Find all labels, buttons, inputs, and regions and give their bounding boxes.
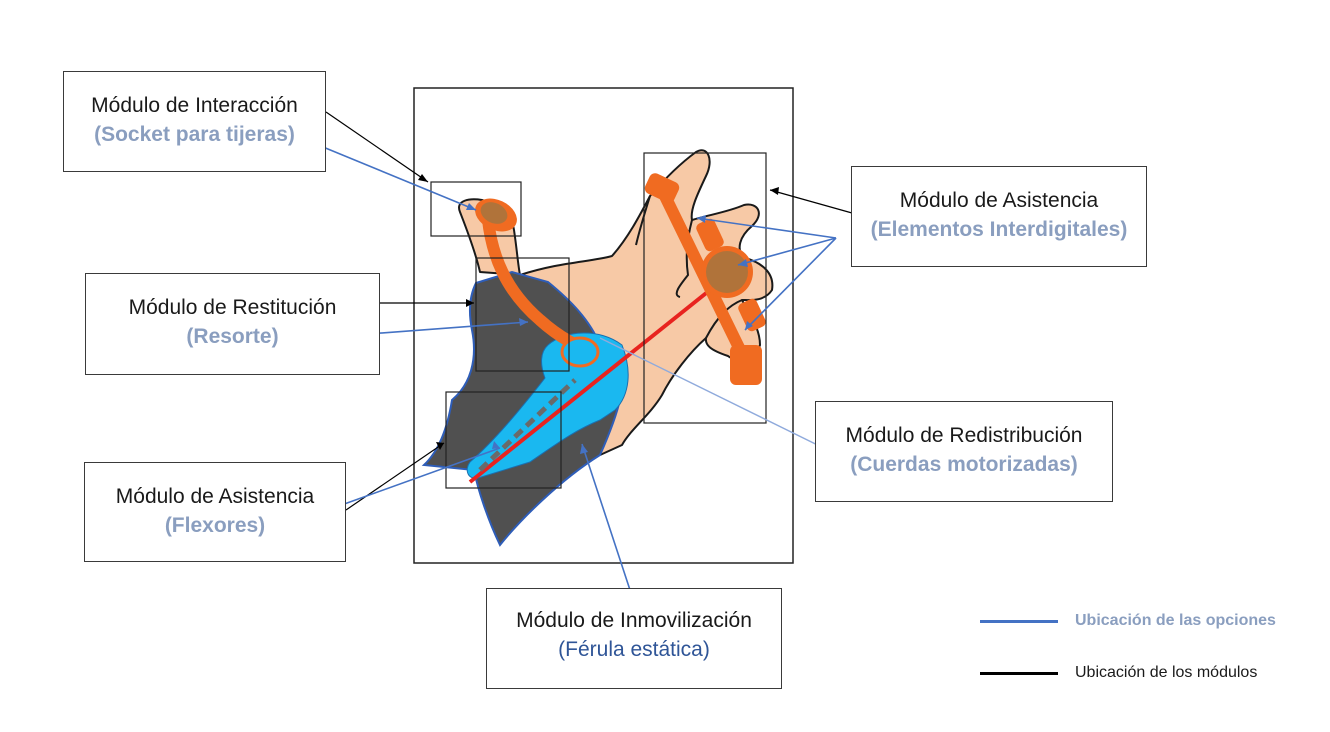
module-title: Módulo de Asistencia <box>899 189 1099 212</box>
interdigital-element <box>644 173 766 385</box>
legend-modules-line <box>980 672 1058 675</box>
label-inmovilizacion: Módulo de Inmovilización (Férula estátic… <box>486 588 782 689</box>
module-regions <box>430 152 767 489</box>
option-label: (Resorte) <box>186 325 279 348</box>
option-label: (Flexores) <box>164 514 266 537</box>
module-title: Módulo de Asistencia <box>115 485 315 508</box>
label-redistribucion: Módulo de Redistribución (Cuerdas motori… <box>815 401 1113 502</box>
legend-options-line <box>980 620 1058 623</box>
label-interaccion: Módulo de Interacción (Socket para tijer… <box>63 71 326 172</box>
cord-main <box>468 280 722 484</box>
option-label: (Férula estática) <box>558 638 710 661</box>
label-asistencia-interdigital: Módulo de Asistencia (Elementos Interdig… <box>851 166 1147 267</box>
legend-modules-label: Ubicación de los módulos <box>1075 664 1258 681</box>
outer-frame <box>413 87 794 564</box>
module-arrows <box>325 111 853 511</box>
module-title: Módulo de Redistribución <box>845 424 1083 447</box>
option-label: (Socket para tijeras) <box>94 123 295 146</box>
label-restitucion: Módulo de Restitución (Resorte) <box>85 273 380 375</box>
cord-dashed <box>478 378 577 472</box>
legend: Ubicación de las opciones Ubicación de l… <box>980 610 1310 690</box>
legend-options-label: Ubicación de las opciones <box>1075 612 1276 629</box>
socket-brown <box>480 202 508 224</box>
module-title: Módulo de Restitución <box>128 296 337 319</box>
module-title: Módulo de Inmovilización <box>516 609 752 632</box>
option-label: (Elementos Interdigitales) <box>870 218 1128 241</box>
module-title: Módulo de Interacción <box>91 94 298 117</box>
option-label: (Cuerdas motorizadas) <box>850 453 1078 476</box>
label-asistencia-flexores: Módulo de Asistencia (Flexores) <box>84 462 346 562</box>
wrist-node <box>560 336 600 368</box>
